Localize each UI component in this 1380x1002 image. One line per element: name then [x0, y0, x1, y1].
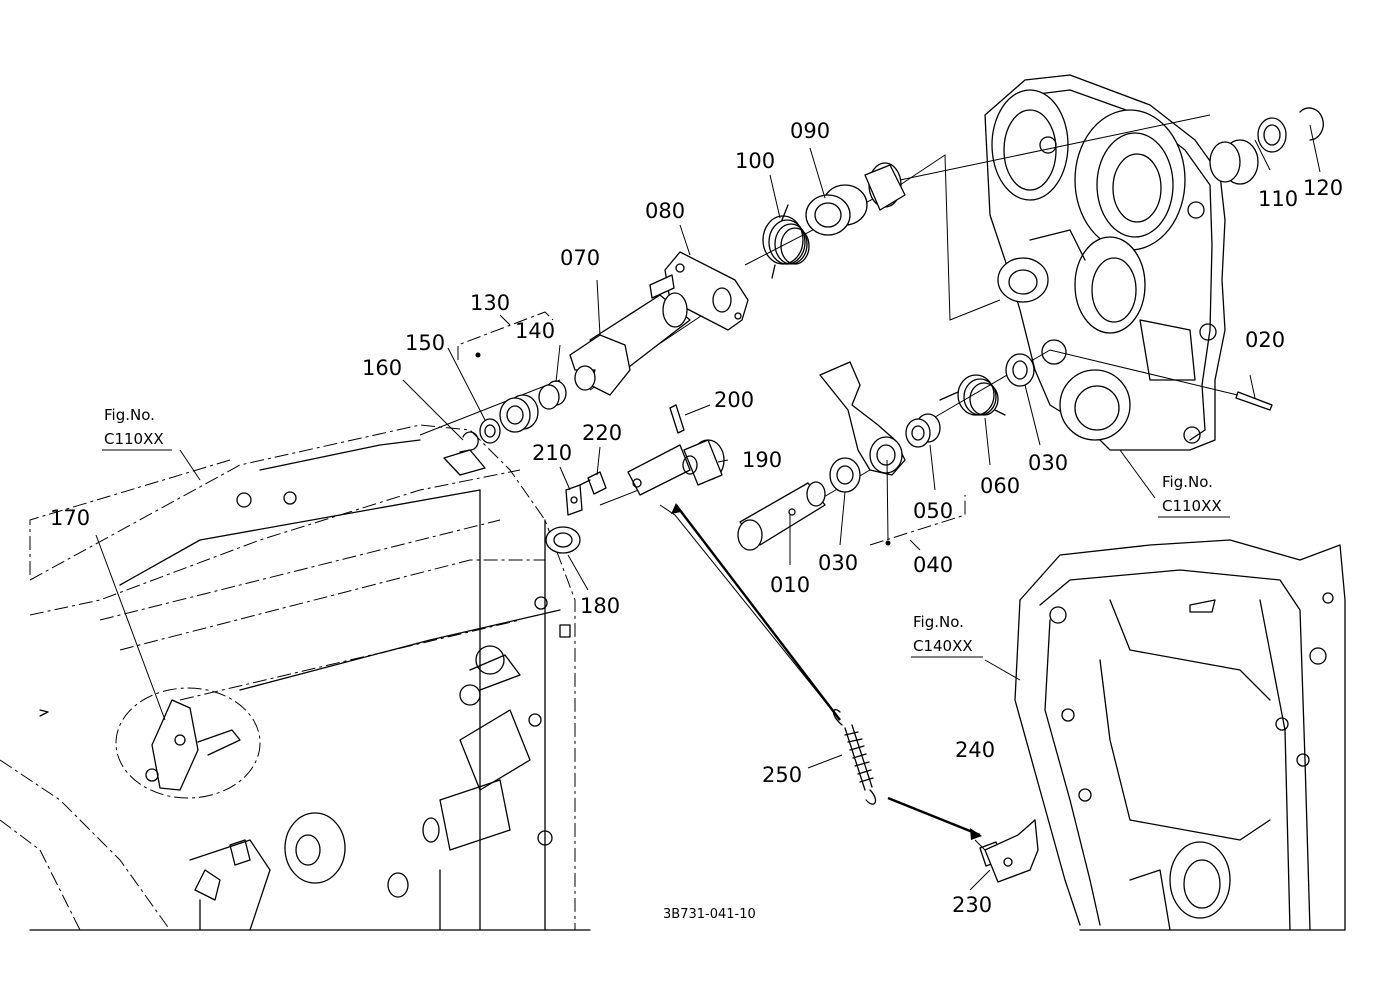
label-150: 150 — [405, 331, 445, 355]
label-210: 210 — [532, 441, 572, 465]
fig-ref-lower-title: Fig.No. — [913, 613, 964, 631]
label-020: 020 — [1245, 328, 1285, 352]
label-230: 230 — [952, 893, 992, 917]
label-130: 130 — [470, 291, 510, 315]
right-cover-upper-drawing — [984, 74, 1226, 451]
label-030-right: 030 — [1028, 451, 1068, 475]
label-220: 220 — [582, 421, 622, 445]
drawing-code: 3B731-041-10 — [663, 907, 756, 922]
label-100: 100 — [735, 149, 775, 173]
label-090: 090 — [790, 119, 830, 143]
label-110: 110 — [1258, 187, 1298, 211]
label-180: 180 — [580, 594, 620, 618]
label-030-left: 030 — [818, 551, 858, 575]
label-170: 170 — [50, 506, 90, 530]
part-shapes — [443, 107, 1324, 883]
part-labels: 010 020 030 030 040 050 060 070 080 090 … — [50, 119, 1343, 917]
fig-ref-right-code: C110XX — [1162, 497, 1222, 515]
left-housing-drawing — [0, 424, 591, 931]
fig-ref-left-code: C110XX — [104, 430, 164, 448]
label-160: 160 — [362, 356, 402, 380]
label-250: 250 — [762, 763, 802, 787]
right-cover-lower-drawing — [1014, 539, 1346, 931]
label-190: 190 — [742, 448, 782, 472]
figure-references: Fig.No. C110XX Fig.No. C110XX Fig.No. C1… — [102, 406, 1230, 658]
label-050: 050 — [913, 499, 953, 523]
label-070: 070 — [560, 246, 600, 270]
fig-ref-left-title: Fig.No. — [104, 406, 155, 424]
leader-lines — [95, 124, 1321, 891]
fig-ref-lower-code: C140XX — [913, 637, 973, 655]
label-240: 240 — [955, 738, 995, 762]
label-120: 120 — [1303, 176, 1343, 200]
label-060: 060 — [980, 474, 1020, 498]
fig-ref-right-title: Fig.No. — [1162, 473, 1213, 491]
label-040: 040 — [913, 553, 953, 577]
label-200: 200 — [714, 388, 754, 412]
label-140: 140 — [515, 319, 555, 343]
label-010: 010 — [770, 573, 810, 597]
label-080: 080 — [645, 199, 685, 223]
